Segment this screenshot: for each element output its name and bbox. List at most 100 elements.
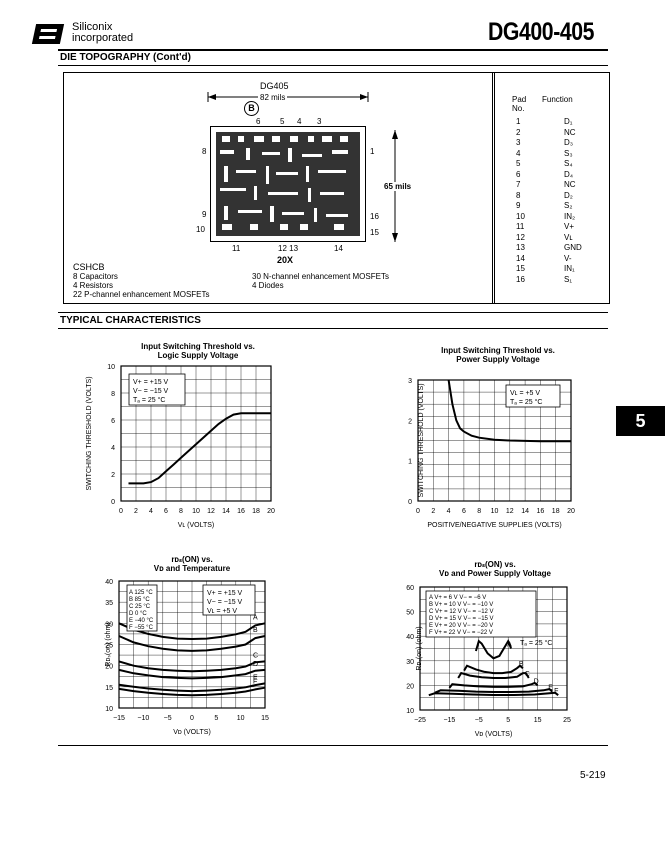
pad-number: 10 (516, 211, 525, 221)
chart1-ytick-label: 6 (111, 418, 115, 425)
chart3-ytick-label: 40 (105, 579, 113, 586)
pad-number: 3 (516, 138, 521, 147)
chart4-series-label: C (525, 671, 530, 678)
chart1-xtick-label: 4 (149, 508, 153, 515)
chart4-xtick-label: 25 (563, 717, 571, 724)
chart3-legend-entry: V− = −15 V (207, 599, 243, 606)
pad-function: V- (564, 253, 572, 263)
pad-function: IN₂ (564, 211, 576, 221)
chart2-xtick-label: 16 (537, 508, 545, 515)
component-n-mosfets: 30 N-channel enhancement MOSFETs (252, 272, 389, 281)
die-section-rule (58, 65, 608, 66)
chart3-series-line-D (118, 668, 266, 680)
chart2-legend-entry: Vʟ = +5 V (510, 390, 540, 397)
chart2-xtick-label: 14 (521, 508, 529, 515)
pad-number: 11 (516, 222, 525, 231)
pad-label-1: 1 (370, 147, 375, 156)
pad-table-frame (492, 72, 610, 304)
chart1-ytick-label: 4 (111, 445, 115, 452)
pad-label-15: 15 (370, 228, 379, 237)
chart2-ytick-label: 2 (408, 418, 412, 425)
chart4-title-line1: rᴅₛ(ON) vs. (474, 560, 515, 569)
chart3-xlabel: Vᴅ (VOLTS) (173, 729, 211, 736)
chart4-xtick-label: 15 (534, 717, 542, 724)
pad-number: 8 (516, 190, 521, 200)
die-name: DG405 (260, 81, 289, 91)
component-capacitors: 8 Capacitors (73, 272, 118, 281)
chart1-ytick-label: 10 (107, 364, 115, 371)
chart4-legend-box (425, 590, 537, 638)
chart4-legend-entry: A V+ = 6 V V− = −6 V (429, 595, 486, 601)
chart2-xtick-label: 2 (431, 508, 435, 515)
chart3-legend-entry: Vʟ = +5 V (207, 608, 237, 615)
pad-function: S₁ (564, 274, 573, 284)
chart1-xtick-label: 10 (192, 508, 200, 515)
chart2-ytick-label: 3 (408, 378, 412, 385)
chart3-ytick-label: 15 (105, 685, 113, 692)
die-photo (210, 126, 366, 242)
pad-table-row: 10 IN₂ (516, 212, 614, 223)
chart4-legend-entry: F V+ = 22 V V− = −22 V (429, 630, 493, 636)
typical-section-rule (58, 328, 608, 329)
chart2-title-line1: Input Switching Threshold vs. (441, 346, 555, 355)
chart4-legend-entry: D V+ = 15 V V− = −15 V (429, 616, 494, 622)
chart3-legend-entry: B 85 °C (129, 597, 150, 603)
chart2-ytick-label: 0 (408, 499, 412, 506)
chart3-legend-box-temp (126, 584, 158, 632)
chart3-xtick-label: 15 (261, 715, 269, 722)
chart2-xtick-label: 0 (416, 508, 420, 515)
chart4-legend-entry: C V+ = 12 V V− = −12 V (429, 609, 494, 615)
pad-function: D₄ (564, 169, 574, 179)
chart3-legend-entry: C 25 °C (129, 604, 151, 610)
chart2-legend-entry: Tₐ = 25 °C (510, 398, 542, 406)
chart4-ytick-label: 40 (406, 634, 414, 641)
chart3-series-label: D (253, 661, 258, 668)
chart1-legend-box (128, 373, 186, 406)
chart2-xtick-label: 12 (506, 508, 514, 515)
chart3-xtick-label: −15 (113, 715, 125, 722)
chart1-series-line-0 (128, 412, 271, 485)
chart3-series-line-B (118, 635, 266, 652)
chart4-series-label: B (519, 661, 524, 668)
chart3-series-label: A (253, 614, 258, 621)
part-number: DG400-405 (488, 18, 595, 46)
pad-number: 1 (516, 117, 521, 126)
chart1-ytick-label: 8 (111, 391, 115, 398)
pad-number: 4 (516, 148, 521, 158)
chart2-xtick-label: 18 (552, 508, 560, 515)
chart4-series-line-C (457, 671, 530, 679)
chart3-xtick-label: 5 (214, 715, 218, 722)
chart1-ytick-label: 2 (111, 472, 115, 479)
pad-number: 15 (516, 264, 525, 273)
chart1-xlabel: Vʟ (VOLTS) (178, 522, 215, 529)
company-line2: incorporated (72, 32, 134, 44)
charts-svg: Input Switching Threshold vs. Logic Suppl… (86, 342, 575, 738)
pad-number: 13 (516, 243, 525, 252)
pad-number: 7 (516, 180, 521, 189)
pad-header-no: No. (512, 104, 525, 113)
component-resistors: 4 Resistors (73, 281, 114, 290)
chart3-title-line2: Vᴅ and Temperature (154, 564, 231, 573)
chart1-title-line2: Logic Supply Voltage (158, 351, 239, 360)
chart1-xtick-label: 18 (252, 508, 260, 515)
chart3-series-line-A (118, 622, 266, 641)
pad-label-9: 9 (202, 210, 207, 219)
chart4-series-label: A (507, 642, 512, 649)
chart3-series-label: B (253, 627, 258, 634)
chart1-ylabel: SWITCHING THRESHOLD (VOLTS) (86, 376, 93, 490)
pad-number: 9 (516, 201, 521, 210)
chart4-series-line-E (434, 688, 553, 694)
pad-number: 12 (516, 232, 525, 242)
pad-label-10: 10 (196, 225, 205, 234)
pad-function: NC (564, 180, 576, 189)
chart3-series-line-F (118, 686, 266, 697)
chart4-series-line-D (448, 681, 539, 689)
chart4-legend-temp: Tₐ = 25 °C (520, 639, 552, 647)
chart3-title-line1: rᴅₛ(ON) vs. (171, 555, 212, 564)
